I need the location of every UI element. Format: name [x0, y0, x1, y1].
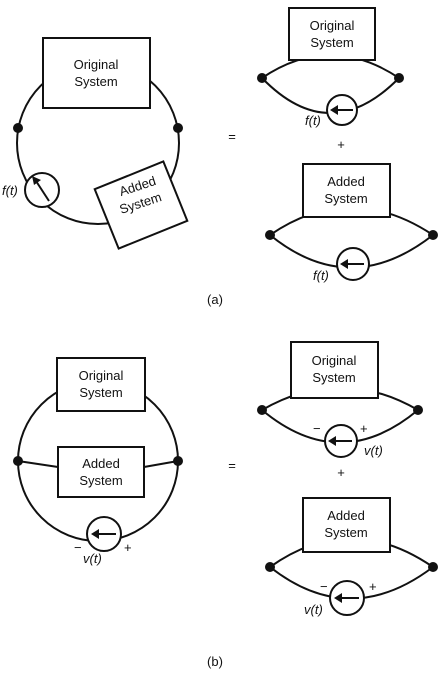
part-b-plus-between: + — [337, 465, 345, 480]
part-a-original-branch-label-line2: System — [310, 35, 353, 50]
part-b-voltage-minus: − — [74, 540, 82, 555]
part-b-added-branch-label-line2: System — [324, 525, 367, 540]
part-b-added-branch-node-right — [428, 562, 438, 572]
part-a-current-arrow-shaft — [35, 180, 50, 202]
part-b-added-branch-minus: − — [320, 579, 328, 594]
part-a-added-branch-source-label: f(t) — [313, 268, 329, 283]
part-b-original-branch-plus: + — [360, 421, 368, 436]
part-b-combined-system: Original System Added System − + v(t) — [13, 357, 183, 566]
part-b-original-label-line1: Original — [79, 368, 124, 383]
part-a-plus-between: + — [337, 137, 345, 152]
part-a-original-branch-label-line1: Original — [310, 18, 355, 33]
part-b-voltage-label: v(t) — [83, 551, 102, 566]
part-a-original-system-box — [42, 37, 151, 109]
part-a: Original System Added System f(t) = Orig… — [2, 7, 438, 307]
part-a-original-branch: Original System f(t) — [257, 7, 404, 128]
part-b-added-branch-label-line1: Added — [327, 508, 365, 523]
part-a-added-branch-arrowhead — [340, 259, 348, 269]
part-b-right-connector — [143, 460, 179, 468]
part-a-added-branch-node-left — [265, 230, 275, 240]
part-a-added-branch-label-line2: System — [324, 191, 367, 206]
part-b-original-branch-label-line1: Original — [312, 353, 357, 368]
part-a-added-system-box — [93, 160, 189, 250]
part-a-combined-system: Original System Added System f(t) — [2, 37, 189, 250]
part-a-original-branch-arrowhead — [330, 105, 338, 115]
part-a-current-label: f(t) — [2, 183, 18, 198]
part-b-added-branch: Added System − + v(t) — [265, 497, 438, 617]
part-a-original-label-line2: System — [74, 74, 117, 89]
part-a-added-branch-box — [302, 163, 391, 218]
part-b-original-branch: Original System − + v(t) — [257, 341, 423, 458]
caption-a: (a) — [207, 292, 223, 307]
part-b-added-branch-box — [302, 497, 391, 553]
part-b-original-branch-node-right — [413, 405, 423, 415]
part-b-original-label-line2: System — [79, 385, 122, 400]
part-b-added-branch-node-left — [265, 562, 275, 572]
part-b-left-connector — [17, 460, 59, 468]
part-b-voltage-plus: + — [124, 540, 132, 555]
part-b-original-branch-box — [290, 341, 379, 399]
part-a-added-branch-node-right — [428, 230, 438, 240]
part-a-original-branch-node-right — [394, 73, 404, 83]
part-a-equals-sign: = — [228, 129, 236, 144]
part-a-original-label-line1: Original — [74, 57, 119, 72]
part-a-original-branch-source-label: f(t) — [305, 113, 321, 128]
part-b-added-branch-arrowhead — [334, 593, 342, 603]
part-b: Original System Added System − + v(t) = … — [13, 341, 438, 669]
part-a-original-branch-node-left — [257, 73, 267, 83]
part-a-node-left — [13, 123, 23, 133]
part-b-original-branch-minus: − — [313, 421, 321, 436]
part-b-equals-sign: = — [228, 458, 236, 473]
part-b-original-system-box — [56, 357, 146, 412]
part-b-added-label-line1: Added — [82, 456, 120, 471]
part-b-node-right — [173, 456, 183, 466]
part-a-current-arrowhead — [32, 176, 41, 185]
part-a-added-branch-label-line1: Added — [327, 174, 365, 189]
part-b-original-branch-node-left — [257, 405, 267, 415]
part-b-original-branch-label-line2: System — [312, 370, 355, 385]
part-b-original-branch-source-label: v(t) — [364, 443, 383, 458]
part-b-added-label-line2: System — [79, 473, 122, 488]
part-a-added-system-rect — [93, 160, 189, 250]
part-b-node-left — [13, 456, 23, 466]
part-b-added-system-box — [57, 446, 145, 498]
part-b-added-branch-source-label: v(t) — [304, 602, 323, 617]
part-a-node-right — [173, 123, 183, 133]
part-b-original-branch-arrowhead — [328, 436, 336, 446]
part-a-added-branch: Added System f(t) — [265, 163, 438, 283]
caption-b: (b) — [207, 654, 223, 669]
part-b-added-branch-plus: + — [369, 579, 377, 594]
part-b-voltage-arrowhead — [91, 529, 99, 539]
part-a-original-branch-box — [288, 7, 376, 61]
